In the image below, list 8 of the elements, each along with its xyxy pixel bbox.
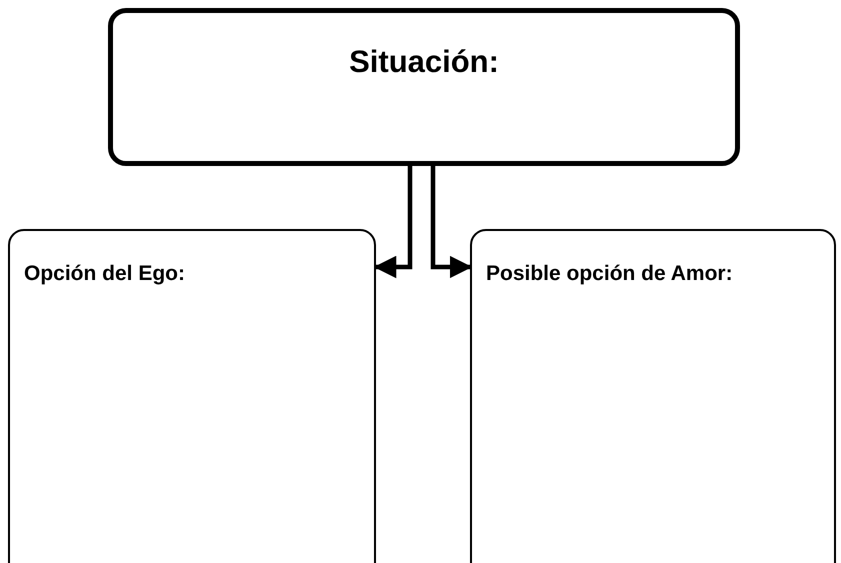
arrow bbox=[374, 166, 412, 278]
option-box bbox=[8, 229, 376, 563]
option-box bbox=[470, 229, 836, 563]
box-heading: Opción del Ego: bbox=[23, 261, 186, 287]
box-heading: Posible opción de Amor: bbox=[485, 261, 734, 287]
box-heading: Situación: bbox=[348, 43, 500, 81]
situation-box bbox=[108, 8, 740, 166]
arrow bbox=[430, 166, 472, 278]
